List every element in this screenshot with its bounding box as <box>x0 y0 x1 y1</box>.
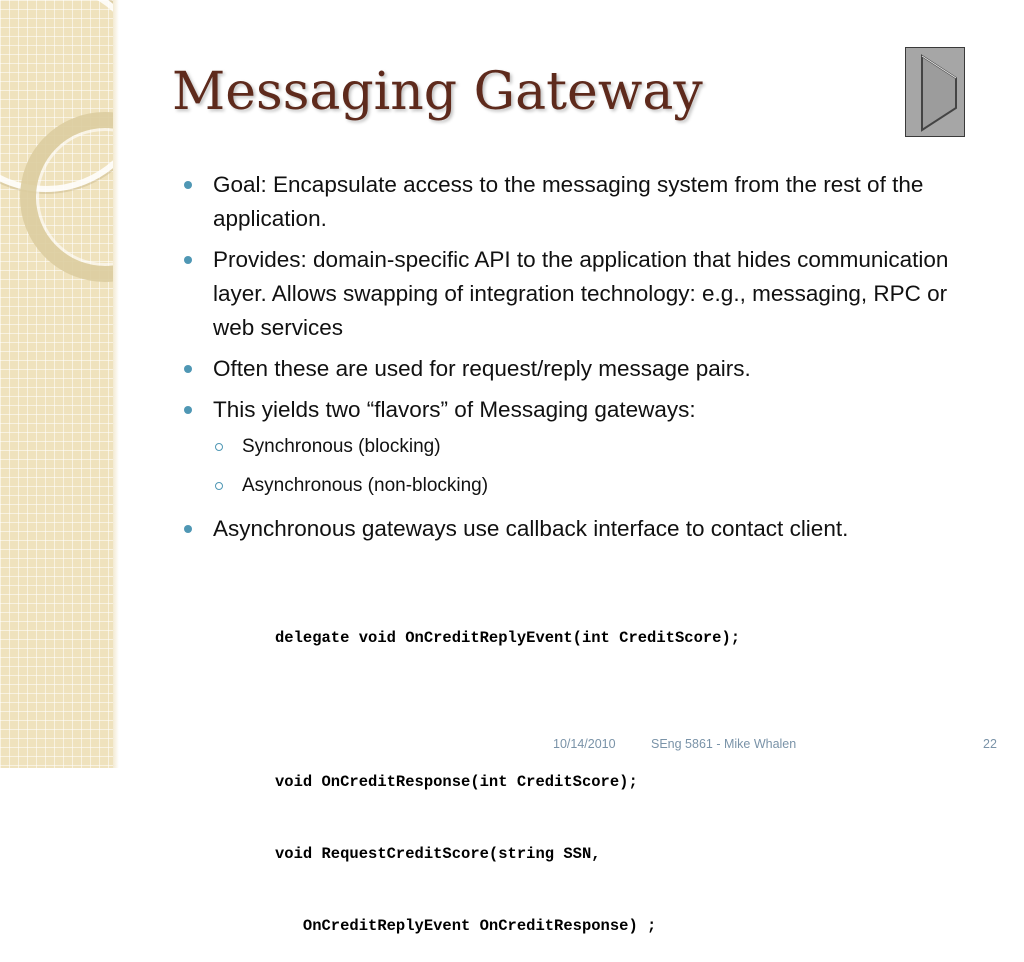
sub-bullet-item: Synchronous (blocking) <box>184 434 984 460</box>
bullet-item: Often these are used for request/reply m… <box>184 352 984 386</box>
sub-bullet-text: Asynchronous (non-blocking) <box>242 475 489 496</box>
bullet-text: Goal: Encapsulate access to the messagin… <box>213 172 924 231</box>
bullet-marker <box>184 365 192 373</box>
bullet-item: Asynchronous gateways use callback inter… <box>184 512 984 546</box>
bullet-text: Asynchronous gateways use callback inter… <box>213 516 849 541</box>
code-line: void RequestCreditScore(string SSN, <box>275 845 601 863</box>
code-line: void OnCreditResponse(int CreditScore); <box>275 773 638 791</box>
footer-date: 10/14/2010 <box>553 737 616 751</box>
bullet-marker <box>184 525 192 533</box>
bullet-text: This yields two “flavors” of Messaging g… <box>213 397 696 422</box>
sub-bullet-text: Synchronous (blocking) <box>242 436 441 457</box>
decorative-left-strip <box>0 0 113 768</box>
footer-page-number: 22 <box>983 737 997 751</box>
bullet-text: Provides: domain-specific API to the app… <box>213 247 949 340</box>
bullet-item: This yields two “flavors” of Messaging g… <box>184 393 984 427</box>
bullet-marker <box>184 256 192 264</box>
bullet-list: Goal: Encapsulate access to the messagin… <box>184 168 984 553</box>
footer-course-author: SEng 5861 - Mike Whalen <box>651 737 797 751</box>
slide-title: Messaging Gateway <box>172 62 703 122</box>
code-block: delegate void OnCreditReplyEvent(int Cre… <box>275 578 740 962</box>
code-line <box>275 698 740 722</box>
bullet-item: Provides: domain-specific API to the app… <box>184 243 984 345</box>
code-line: OnCreditReplyEvent OnCreditResponse) ; <box>275 917 657 935</box>
sub-bullet-marker <box>215 443 223 451</box>
bullet-marker <box>184 406 192 414</box>
sub-bullet-item: Asynchronous (non-blocking) <box>184 473 984 499</box>
strip-edge <box>113 0 119 768</box>
bullet-item: Goal: Encapsulate access to the messagin… <box>184 168 984 236</box>
bullet-marker <box>184 181 192 189</box>
bullet-text: Often these are used for request/reply m… <box>213 356 751 381</box>
next-slide-button[interactable] <box>905 47 965 137</box>
play-forward-icon <box>921 54 957 132</box>
sub-bullet-marker <box>215 482 223 490</box>
code-line: delegate void OnCreditReplyEvent(int Cre… <box>275 629 741 647</box>
